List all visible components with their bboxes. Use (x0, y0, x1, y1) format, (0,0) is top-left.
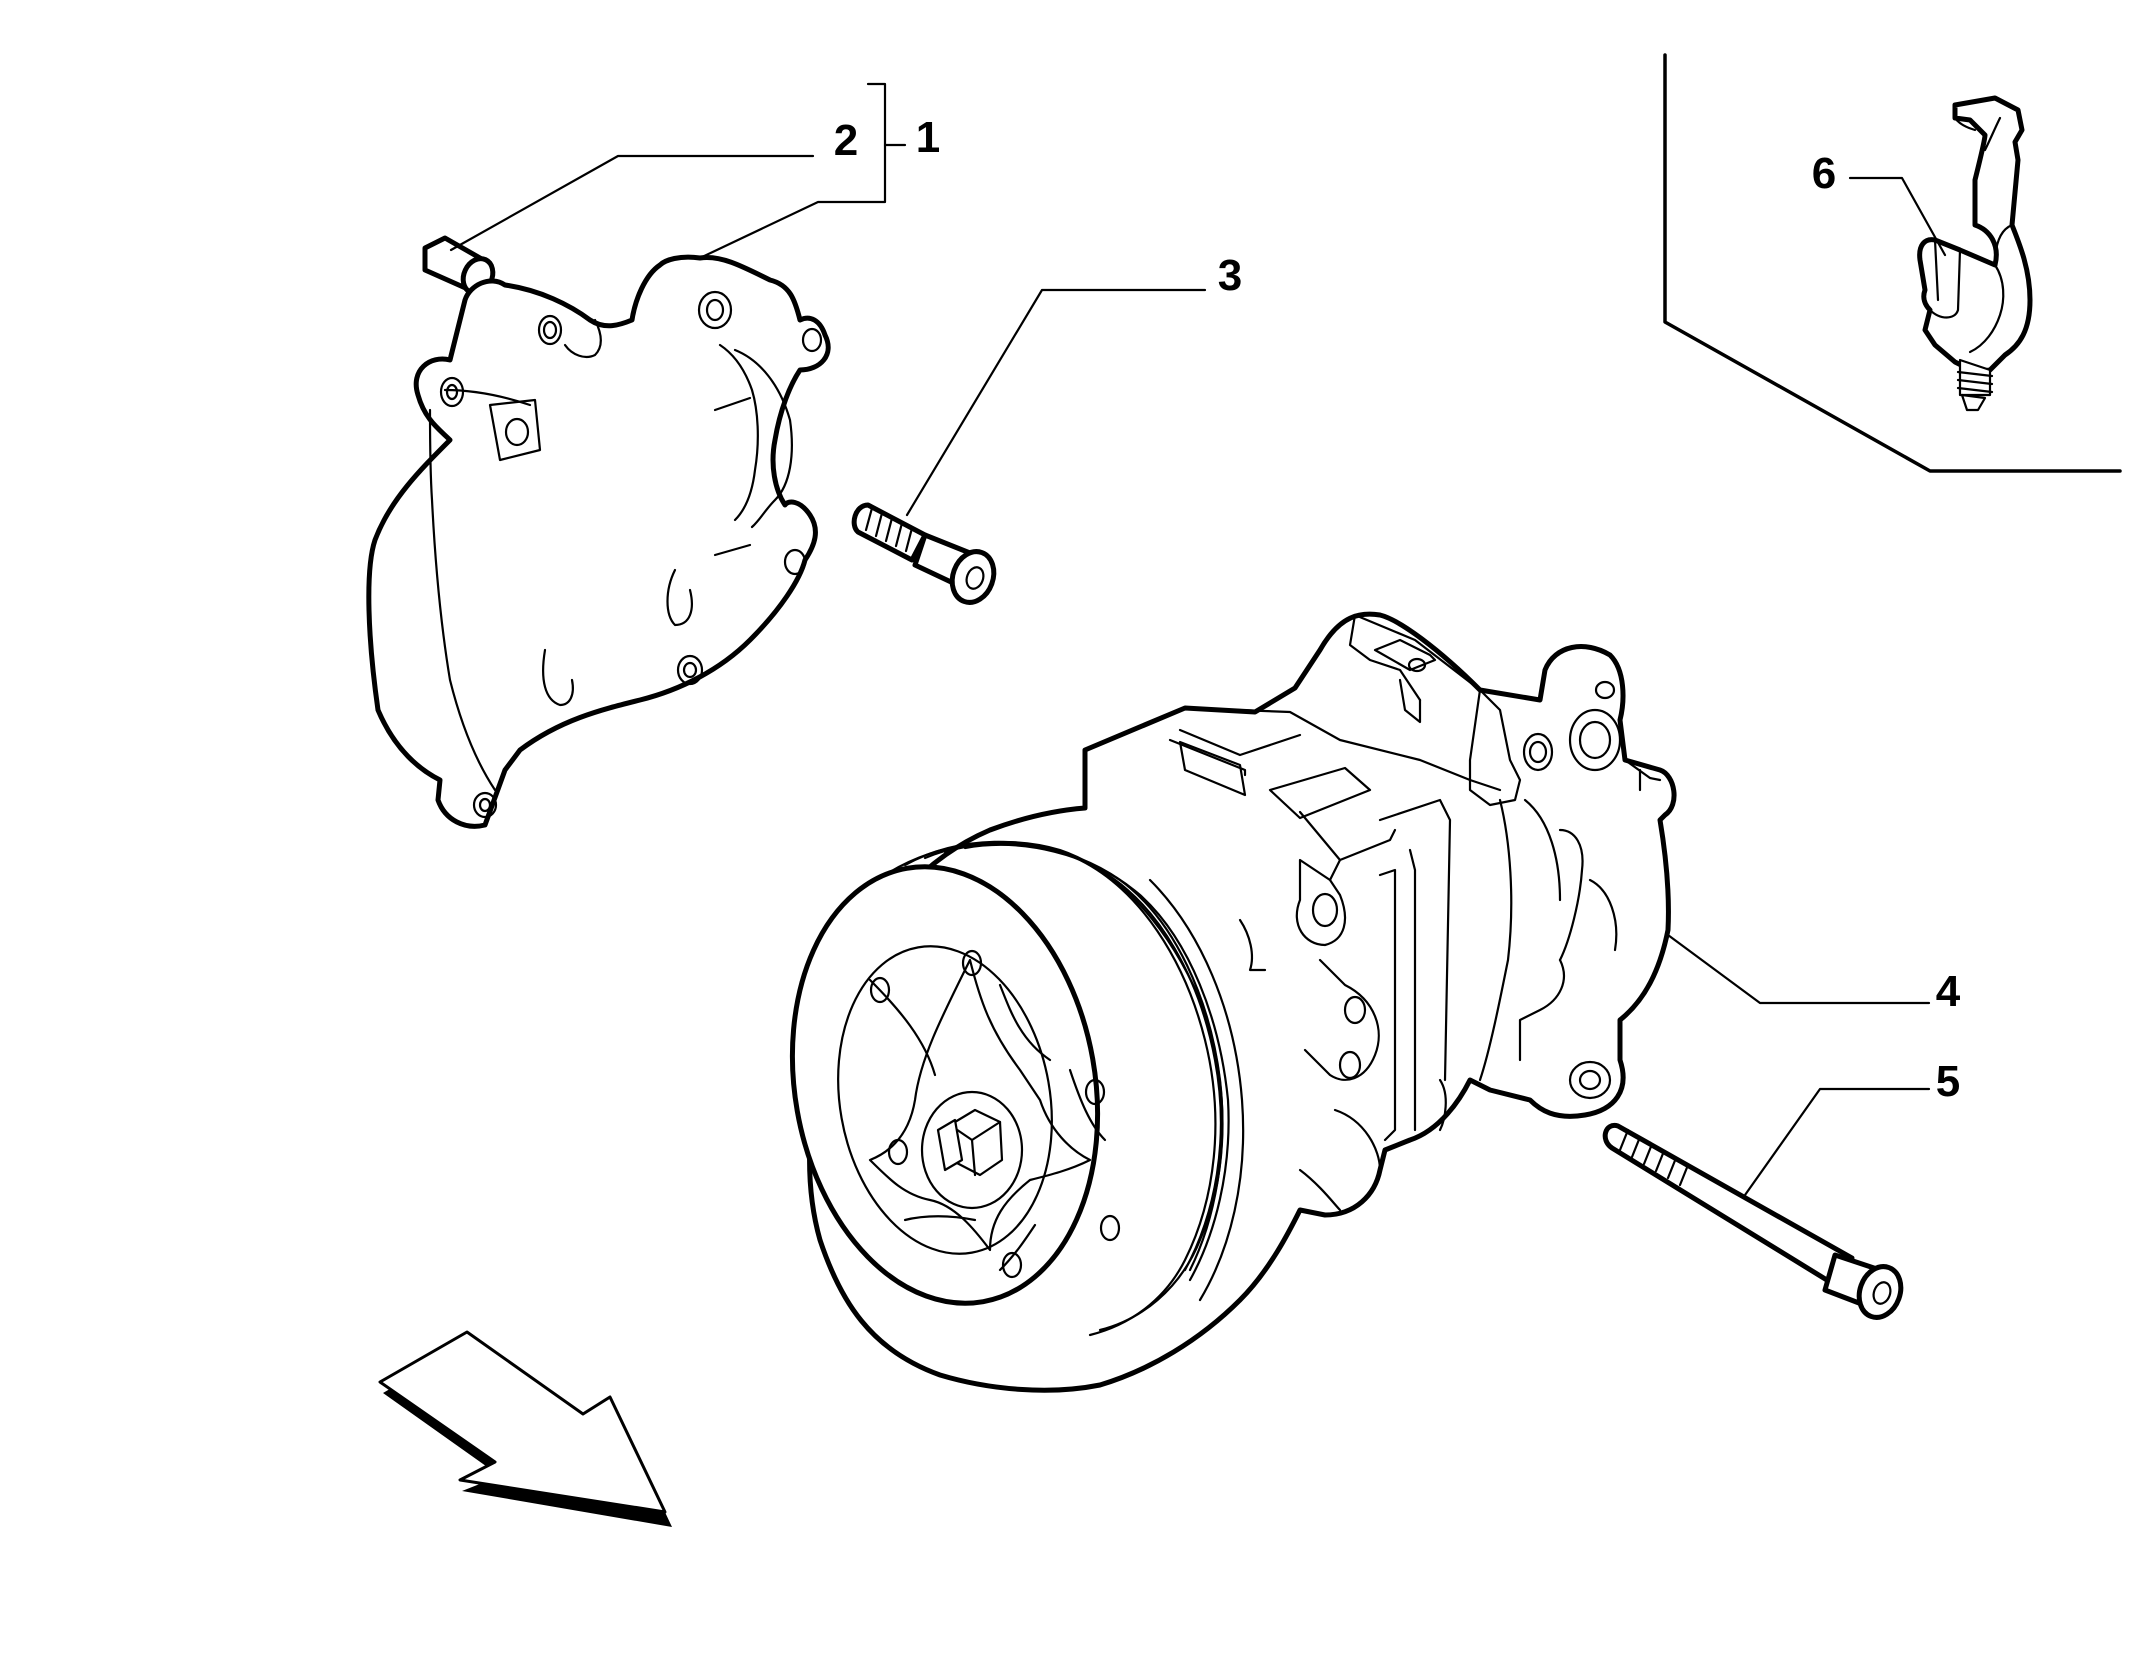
callout-2: 2 (834, 116, 858, 165)
part-4-compressor (789, 611, 1677, 1393)
callout-1: 1 (916, 113, 940, 162)
callout-4: 4 (1936, 967, 1961, 1016)
callout-3: 3 (1218, 251, 1242, 300)
inset-frame (1663, 53, 2122, 473)
callout-5: 5 (1936, 1057, 1960, 1106)
leader-lines (449, 82, 1947, 1197)
part-2-bushing (422, 235, 496, 296)
part-3-bolt (851, 502, 997, 605)
part-1-bracket (366, 254, 831, 829)
part-6-clip (1917, 95, 2033, 412)
callout-labels: 2 1 3 4 5 6 (834, 113, 1961, 1106)
callout-6: 6 (1812, 149, 1836, 198)
part-5-bolt (1602, 1122, 1904, 1320)
direction-arrow (378, 1330, 672, 1527)
